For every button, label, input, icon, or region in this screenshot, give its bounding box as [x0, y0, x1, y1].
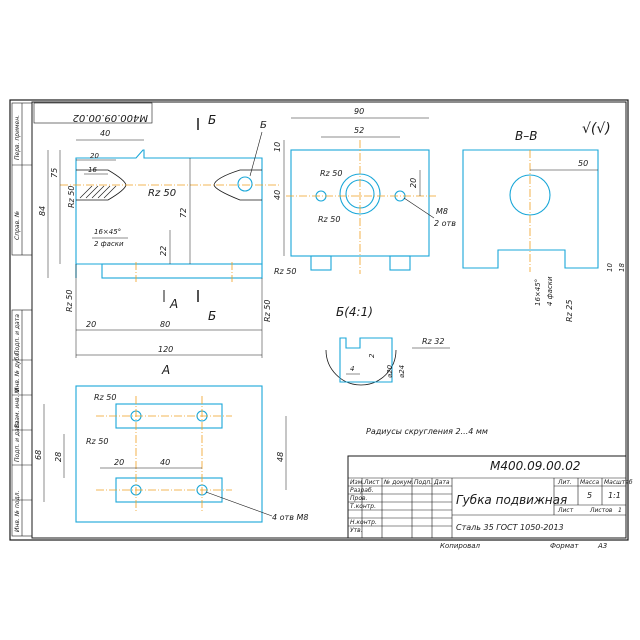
front-dim-120: 120 — [158, 345, 173, 354]
plan-dim-68: 68 — [34, 450, 43, 460]
front-dim-84: 84 — [38, 206, 47, 216]
rounding-note: Радиусы скругления 2...4 мм — [366, 427, 488, 436]
format-value: А3 — [597, 542, 607, 550]
plan-dim-48: 48 — [276, 452, 285, 462]
title-designation: М400.09.00.02 — [490, 459, 581, 473]
stamp-text: М400.09.00.02 — [73, 112, 148, 123]
front-dim-40: 40 — [100, 129, 110, 138]
view-a-mark: А — [169, 297, 178, 311]
plan-label: А — [161, 363, 170, 377]
section-b-top: Б — [208, 113, 216, 127]
rz-front-3: Rz 50 — [65, 290, 74, 312]
side-2holes: 2 отв — [434, 219, 456, 228]
title-block: М400.09.00.02 Губка подвижная Сталь 35 Г… — [347, 455, 633, 539]
front-dim-chamfer: 16×45° — [94, 228, 121, 236]
side-view: 90 52 10 40 20 М8 2 отв Rz 50 Rz 50 — [273, 107, 456, 274]
rz-vv: Rz 25 — [565, 300, 574, 322]
side-dim-10: 10 — [273, 142, 282, 152]
strip-label-4: Инв. № дубл. — [14, 351, 21, 392]
section-vv-label: В–В — [515, 129, 537, 143]
vv-dim-18: 18 — [618, 263, 626, 272]
rz-detail: Rz 32 — [422, 337, 444, 346]
plan-dim-20: 20 — [114, 458, 124, 467]
plan-holes: 4 отв М8 — [272, 513, 308, 522]
rz-side-1: Rz 50 — [320, 169, 342, 178]
vv-dim-4chamfers: 4 фаски — [546, 276, 554, 306]
tb-change-5: Дата — [433, 479, 450, 486]
copied-label: Копировал — [440, 542, 481, 550]
detail-dim-2: 2 — [368, 353, 376, 358]
section-b-mark: Б — [260, 120, 267, 131]
vv-dim-50: 50 — [578, 159, 588, 168]
plan-dim-28: 28 — [54, 452, 63, 462]
rz-front-1: Rz 50 — [148, 188, 176, 199]
strip-label-2: Справ. № — [14, 211, 21, 240]
side-m8: М8 — [436, 207, 448, 216]
side-dim-90: 90 — [354, 107, 364, 116]
tb-scale: 1:1 — [608, 491, 621, 500]
designation-stamp: М400.09.00.02 — [33, 102, 153, 124]
tb-role-1: Разраб. — [350, 487, 374, 494]
plan-dim-40: 40 — [160, 458, 170, 467]
detail-b: Б(4:1) 4 2 ⌀20 ⌀24 Rz 32 — [325, 305, 450, 386]
section-vv: В–В 50 10 18 16×45° 4 фаски Rz 25 — [462, 129, 626, 322]
front-view: 40 20 16 84 75 72 22 20 80 120 16×45° 2 … — [38, 113, 296, 358]
tb-role-5: Н.контр. — [350, 519, 377, 526]
strip-label-5: Взам. инв. № — [14, 387, 21, 428]
tb-change-1: Изм. — [350, 479, 364, 486]
rz-front-4: Rz 50 — [263, 300, 272, 322]
strip-label-3: Подп. и дата — [14, 314, 21, 355]
tb-role-6: Утв. — [350, 527, 363, 534]
detail-dim-20: ⌀20 — [386, 364, 394, 378]
detail-label: Б(4:1) — [336, 305, 373, 319]
tb-col-scale: Масштаб — [604, 479, 633, 486]
strip-label-1: Перв. примен. — [14, 115, 21, 160]
strip-label-6: Подп. и дата — [14, 421, 21, 462]
front-dim-2chamfers: 2 фаски — [94, 240, 124, 248]
rz-plan-1: Rz 50 — [94, 393, 116, 402]
tb-change-4: Подп. — [414, 479, 432, 486]
vv-dim-10: 10 — [606, 263, 614, 272]
front-dim-20b: 20 — [86, 320, 96, 329]
roughness-mark: √(√) — [582, 121, 611, 137]
sheet-frame — [9, 99, 629, 541]
tb-role-3: Т.контр. — [350, 503, 376, 510]
rz-side-2: Rz 50 — [318, 215, 340, 224]
side-dim-52: 52 — [354, 126, 364, 135]
tb-sheets: Листов — [589, 507, 613, 514]
tb-role-2: Пров. — [350, 495, 368, 502]
rz-front-2: Rz 50 — [67, 186, 76, 208]
tb-change-2: Лист — [363, 479, 380, 486]
front-dim-75: 75 — [50, 168, 59, 178]
tb-sheet: Лист — [557, 507, 574, 514]
title-material: Сталь 35 ГОСТ 1050-2013 — [456, 523, 564, 532]
side-dim-20: 20 — [409, 178, 418, 188]
detail-dim-24: ⌀24 — [398, 365, 406, 378]
front-dim-16: 16 — [88, 166, 97, 174]
detail-dim-4: 4 — [350, 365, 354, 373]
front-dim-20: 20 — [90, 152, 99, 160]
plan-view: А 68 28 20 40 48 4 отв М8 Rz 50 Rz 50 — [34, 363, 308, 523]
side-dim-40: 40 — [273, 190, 282, 200]
front-dim-80: 80 — [160, 320, 170, 329]
tb-mass: 5 — [587, 491, 592, 500]
tb-sheets-value: 1 — [618, 507, 622, 514]
front-dim-22: 22 — [159, 246, 168, 256]
tb-col-mass: Масса — [580, 479, 599, 486]
tb-col-lit: Лит. — [557, 479, 572, 486]
format-label: Формат — [550, 542, 579, 550]
rz-front-5: Rz 50 — [274, 267, 296, 276]
title-part-name: Губка подвижная — [456, 493, 567, 507]
tb-change-3: № докум. — [383, 479, 414, 486]
side-strip: Перв. примен. Справ. № Подп. и дата Инв.… — [11, 102, 33, 537]
vv-dim-chamfer: 16×45° — [534, 279, 542, 306]
strip-label-7: Инв. № подл. — [14, 491, 21, 532]
front-dim-72: 72 — [179, 208, 188, 218]
section-b-bottom: Б — [208, 309, 216, 323]
rz-plan-2: Rz 50 — [86, 437, 108, 446]
